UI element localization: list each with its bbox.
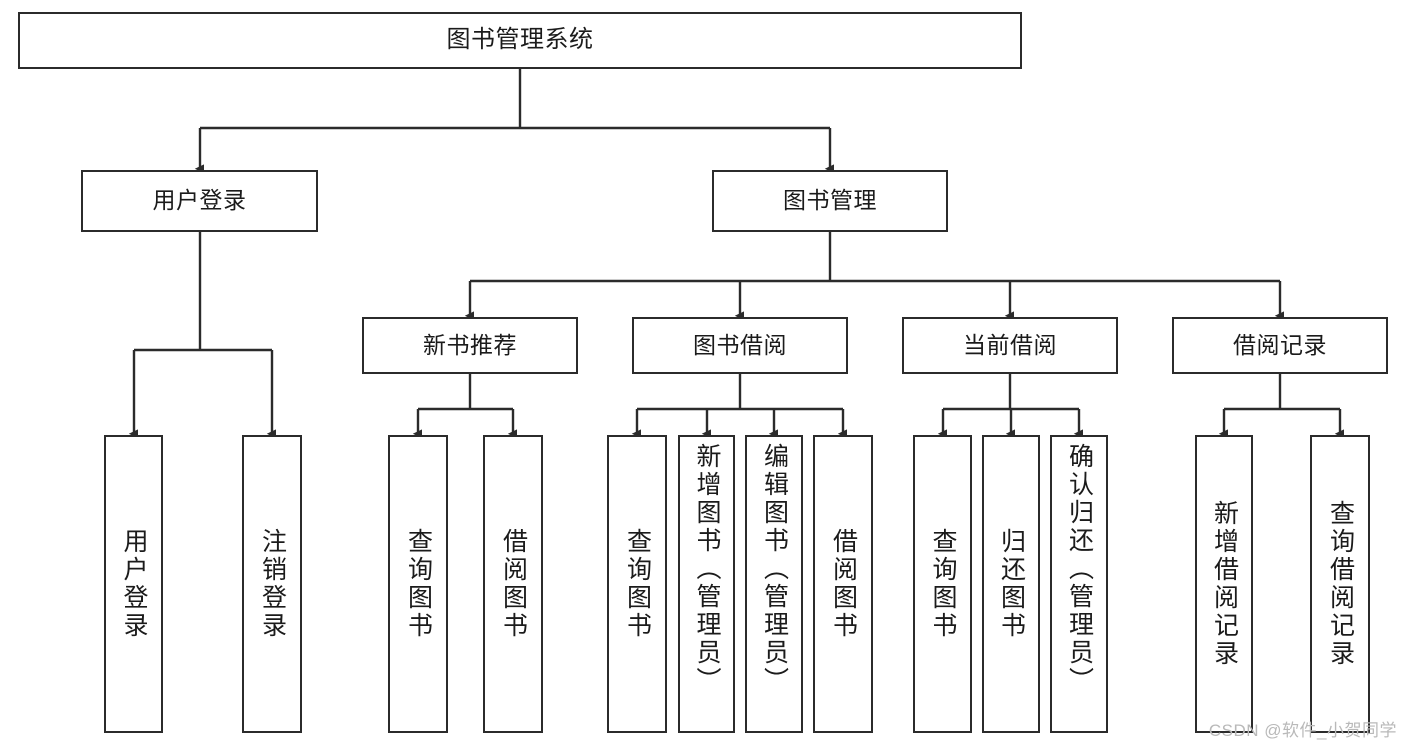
- node-label: 图书管理: [783, 187, 877, 214]
- node-label: 查询借阅记录: [1326, 500, 1355, 668]
- node-label: 确认归还（管理员）: [1065, 443, 1094, 695]
- node-leaf-query-book-3[interactable]: 查询图书: [913, 435, 972, 733]
- node-leaf-add-rec[interactable]: 新增借阅记录: [1195, 435, 1253, 733]
- node-label: 新书推荐: [423, 331, 517, 358]
- node-label: 新增图书（管理员）: [693, 443, 721, 695]
- node-label: 借阅图书: [499, 528, 528, 640]
- node-leaf-edit-book[interactable]: 编辑图书（管理员）: [745, 435, 803, 733]
- node-user-login[interactable]: 用户登录: [81, 170, 318, 232]
- node-label: 用户登录: [120, 528, 148, 640]
- watermark: CSDN @软件_小贺同学: [1208, 721, 1397, 740]
- node-new-book-rec[interactable]: 新书推荐: [362, 317, 578, 374]
- node-leaf-query-book-1[interactable]: 查询图书: [388, 435, 448, 733]
- node-leaf-user-login[interactable]: 用户登录: [104, 435, 163, 733]
- node-label: 图书借阅: [693, 331, 787, 358]
- node-label: 归还图书: [997, 528, 1026, 640]
- node-label: 图书管理系统: [446, 26, 594, 54]
- node-label: 编辑图书（管理员）: [760, 443, 789, 695]
- node-leaf-query-rec[interactable]: 查询借阅记录: [1310, 435, 1370, 733]
- node-label: 借阅记录: [1233, 331, 1327, 358]
- node-label: 查询图书: [404, 528, 433, 640]
- node-label: 当前借阅: [963, 331, 1057, 358]
- node-leaf-confirm-ret[interactable]: 确认归还（管理员）: [1050, 435, 1108, 733]
- node-label: 注销登录: [258, 528, 287, 640]
- node-leaf-query-book-2[interactable]: 查询图书: [607, 435, 667, 733]
- node-leaf-borrow-book-1[interactable]: 借阅图书: [483, 435, 543, 733]
- node-leaf-add-book[interactable]: 新增图书（管理员）: [678, 435, 735, 733]
- node-borrow-rec[interactable]: 借阅记录: [1172, 317, 1388, 374]
- node-label: 用户登录: [152, 187, 247, 214]
- node-label: 借阅图书: [829, 528, 858, 640]
- node-label: 新增借阅记录: [1210, 500, 1239, 668]
- node-label: 查询图书: [623, 528, 652, 640]
- node-book-manage[interactable]: 图书管理: [712, 170, 948, 232]
- node-book-borrow[interactable]: 图书借阅: [632, 317, 848, 374]
- node-cur-borrow[interactable]: 当前借阅: [902, 317, 1118, 374]
- node-leaf-logout[interactable]: 注销登录: [242, 435, 302, 733]
- node-root[interactable]: 图书管理系统: [18, 12, 1022, 69]
- node-label: 查询图书: [929, 528, 957, 640]
- node-leaf-borrow-book-2[interactable]: 借阅图书: [813, 435, 873, 733]
- node-leaf-return-book[interactable]: 归还图书: [982, 435, 1040, 733]
